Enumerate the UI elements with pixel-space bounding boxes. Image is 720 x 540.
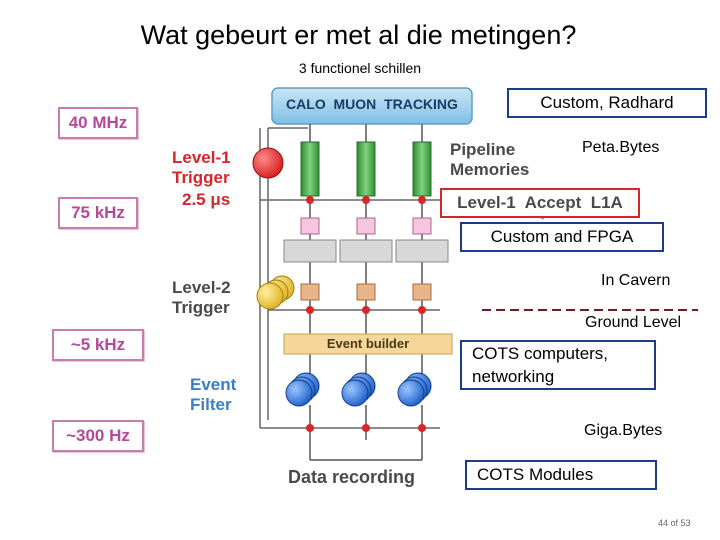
annotation-cots-modules: COTS Modules [465, 460, 657, 490]
event-builder-bar [283, 333, 453, 355]
event-filter-label: Event Filter [190, 375, 237, 414]
data-recording-label: Data recording [288, 467, 416, 487]
annotation-gigabytes: Giga.Bytes [584, 422, 663, 439]
event-builder-label: Event builder [326, 336, 410, 351]
event-filter-spheres [285, 372, 432, 407]
rate-5khz: ~5 kHz [52, 329, 144, 361]
detector-label: CALO MUON TRACKING [286, 96, 458, 112]
annotation-cots-computers: COTS computers, networking [460, 340, 656, 390]
pipeline-memories [300, 141, 432, 197]
level2-buffers [300, 283, 432, 301]
derandomizer-buffers [300, 217, 432, 235]
rate-75khz: 75 kHz [58, 197, 138, 229]
rate-300hz: ~300 Hz [52, 420, 144, 452]
annotation-petabytes: Peta.Bytes [582, 139, 660, 156]
pipeline-memories-label: Pipeline Memories [450, 140, 530, 179]
level1-trigger-label: Level-1 Trigger 2.5 μs [172, 148, 231, 209]
page-number: 44 of 53 [658, 518, 691, 528]
annotation-custom-fpga: Custom and FPGA [460, 222, 664, 252]
page-title: Wat gebeurt er met al die metingen? [140, 20, 577, 50]
annotation-custom-radhard: Custom, Radhard [507, 88, 707, 118]
l1-accept-dots [306, 196, 426, 432]
rate-40mhz: 40 MHz [58, 107, 138, 139]
detector-bar [271, 87, 473, 125]
level2-trigger-label: Level-2 Trigger [172, 278, 231, 317]
level2-trigger-spheres [256, 275, 295, 310]
annotation-ground-level: Ground Level [585, 314, 682, 331]
readout-buffers [283, 239, 449, 263]
l1-accept-box: Level-1 Accept L1A [440, 188, 640, 218]
annotation-in-cavern: In Cavern [601, 272, 671, 289]
level1-trigger-sphere [252, 147, 284, 179]
page-subtitle: 3 functionel schillen [298, 60, 422, 76]
